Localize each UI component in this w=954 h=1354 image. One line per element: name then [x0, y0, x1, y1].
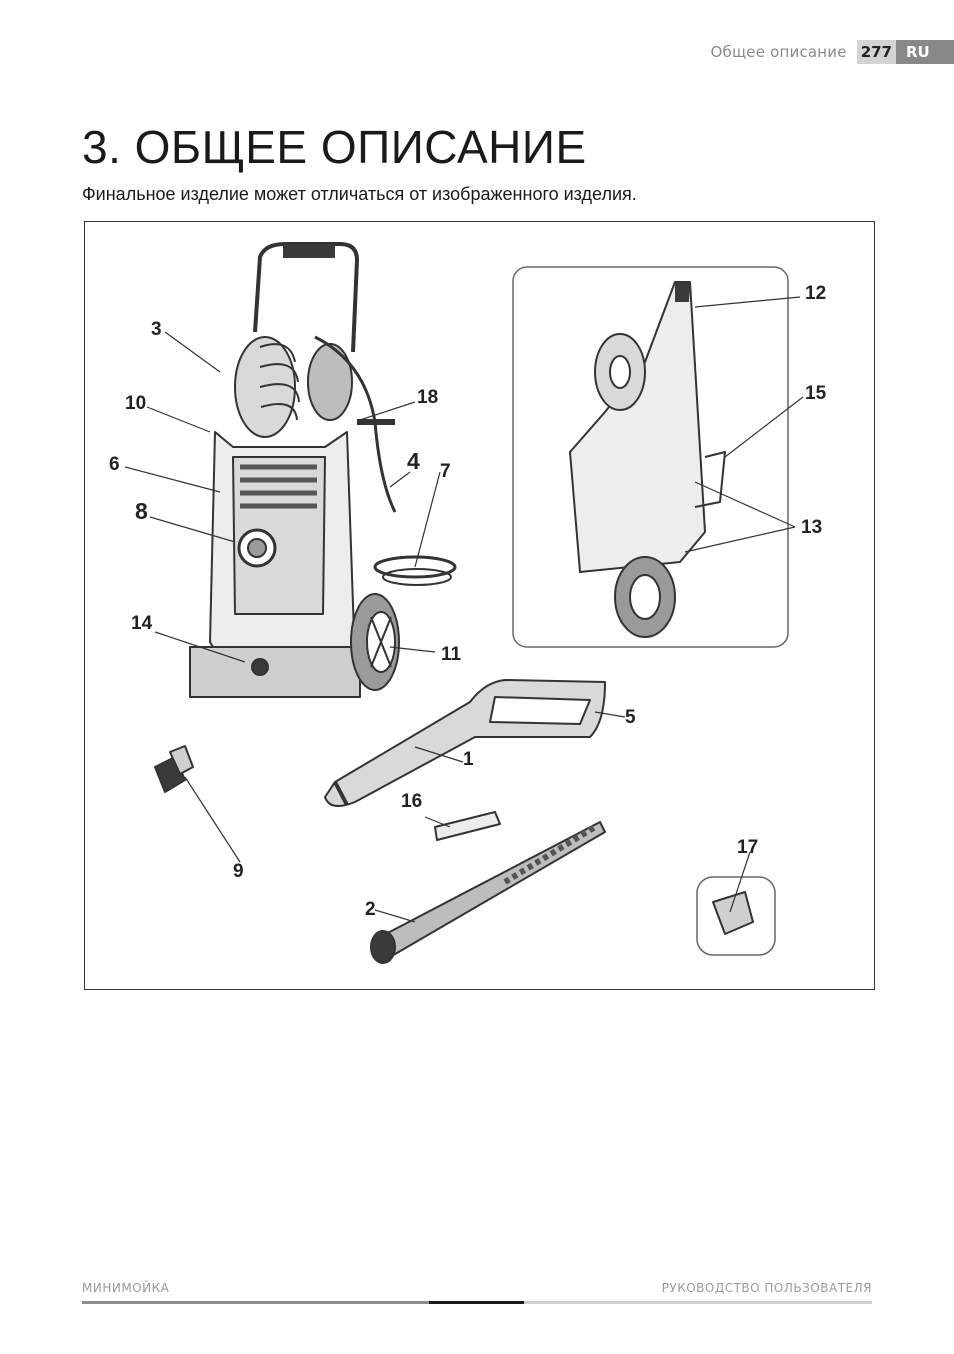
footer-divider-segment	[82, 1301, 429, 1304]
callout-14: 14	[131, 613, 153, 634]
footer-divider	[82, 1301, 872, 1304]
callout-5: 5	[625, 707, 636, 728]
callout-8: 8	[135, 498, 148, 524]
product-diagram: 3 10 6 8 14 11 18 4 7 12 15 13 5 1 16 9 …	[84, 221, 875, 990]
footer-divider-segment-active	[429, 1301, 524, 1304]
page-number: 277	[856, 40, 896, 64]
callout-3: 3	[151, 319, 162, 340]
diagram-illustration	[124, 242, 804, 964]
callout-13: 13	[801, 517, 823, 538]
footer-product-name: МИНИМОЙКА	[82, 1281, 170, 1295]
page-header: Общее описание 277 RU	[711, 40, 954, 64]
callout-12: 12	[805, 283, 827, 304]
callout-4: 4	[407, 448, 420, 474]
footer-divider-segment	[524, 1301, 872, 1304]
callout-15: 15	[805, 383, 827, 404]
page-title: 3. ОБЩЕЕ ОПИСАНИЕ	[82, 121, 587, 173]
callout-17: 17	[737, 837, 759, 858]
callout-6: 6	[109, 454, 120, 475]
callout-11: 11	[441, 644, 462, 665]
callout-10: 10	[125, 393, 147, 414]
callout-9: 9	[233, 861, 244, 882]
language-badge: RU	[896, 40, 954, 64]
callout-7: 7	[440, 461, 451, 482]
callout-1: 1	[463, 749, 474, 770]
callout-16: 16	[401, 791, 423, 812]
page-subtitle: Финальное изделие может отличаться от из…	[82, 184, 637, 204]
header-section-title: Общее описание	[710, 43, 847, 61]
callout-18: 18	[417, 387, 439, 408]
footer-doc-name: РУКОВОДСТВО ПОЛЬЗОВАТЕЛЯ	[661, 1281, 872, 1295]
callout-2: 2	[365, 899, 376, 920]
